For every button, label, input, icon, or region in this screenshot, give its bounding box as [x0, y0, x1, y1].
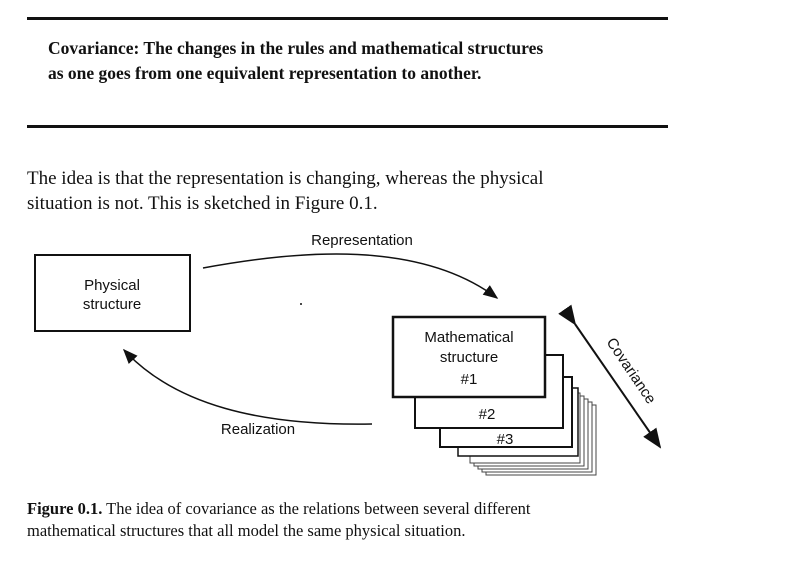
definition-line-1: Covariance: The changes in the rules and… [48, 38, 544, 58]
caption-line-2: mathematical structures that all model t… [27, 521, 466, 540]
realization-arrow [122, 348, 373, 425]
box2-label: #2 [479, 406, 496, 423]
definition-line-2: as one goes from one equivalent represen… [48, 63, 482, 83]
figure-caption: Figure 0.1. The idea of covariance as th… [27, 498, 677, 542]
paragraph-line-2: situation is not. This is sketched in Fi… [27, 193, 378, 214]
representation-arrow [202, 253, 499, 299]
representation-label: Representation [311, 232, 413, 249]
body-paragraph: The idea is that the representation is c… [27, 166, 677, 216]
covariance-arrow [558, 304, 662, 449]
math-box-line-3: #1 [461, 371, 478, 388]
caption-text-1: The idea of covariance as the relations … [102, 499, 531, 518]
physical-structure-box [34, 254, 191, 332]
caption-label: Figure 0.1. [27, 499, 103, 518]
stacked-boxes: #3 #2 Mathematical structure #1 [391, 315, 597, 476]
bottom-rule [27, 125, 668, 128]
top-rule [27, 17, 668, 20]
paragraph-line-1: The idea is that the representation is c… [27, 168, 544, 189]
math-structure-box [391, 315, 547, 399]
realization-label: Realization [221, 421, 295, 438]
physical-box-line-2: structure [83, 296, 141, 313]
covariance-label: Covariance [603, 335, 660, 407]
physical-box-line-1: Physical [84, 277, 140, 294]
math-box-line-1: Mathematical [424, 329, 513, 346]
covariance-definition: Covariance: The changes in the rules and… [48, 36, 543, 86]
box3-label: #3 [497, 431, 514, 448]
math-box-line-2: structure [440, 349, 498, 366]
